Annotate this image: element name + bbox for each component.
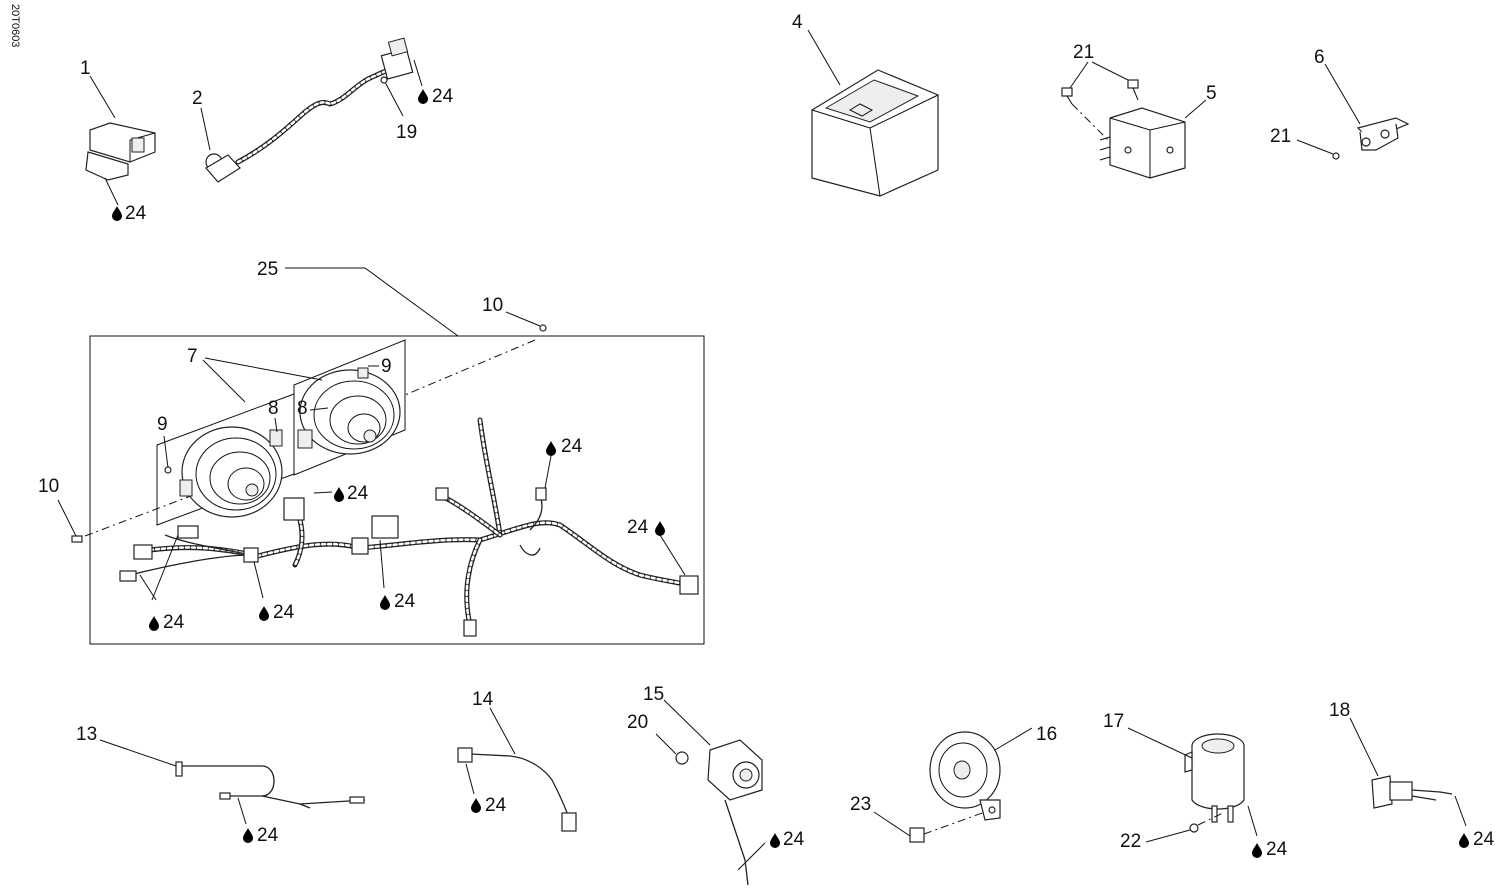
- sealant-drop-icon: [112, 206, 122, 221]
- sealant-24-c: 24: [561, 436, 583, 457]
- callout-23: 23: [850, 794, 871, 815]
- sealant-24-a: 24: [125, 203, 147, 224]
- sealant-drop-icon: [655, 521, 665, 536]
- sealant-24-i: 24: [257, 825, 279, 846]
- callout-22: 22: [1120, 831, 1141, 852]
- sealant-drop-icon: [770, 833, 780, 848]
- screw-icon: [1061, 79, 1139, 105]
- callout-8-b: 8: [297, 398, 308, 419]
- callout-4: 4: [792, 12, 803, 33]
- sealant-24-f: 24: [163, 612, 185, 633]
- sealant-24-b: 24: [432, 86, 454, 107]
- part-5-regulator: [1099, 107, 1186, 179]
- callout-5: 5: [1206, 83, 1217, 104]
- sealant-drop-icon: [334, 487, 344, 502]
- part-17-relay: [1184, 733, 1245, 823]
- sealant-24-m: 24: [1473, 829, 1495, 850]
- headlight-right: [297, 367, 401, 455]
- callout-14: 14: [472, 689, 494, 710]
- part-15-switch: [707, 739, 763, 886]
- callout-13: 13: [76, 724, 97, 745]
- callout-18: 18: [1329, 700, 1350, 721]
- sealant-drop-icon: [380, 595, 390, 610]
- callout-9-b: 9: [381, 356, 392, 377]
- callout-9-a: 9: [157, 414, 168, 435]
- callout-1: 1: [80, 58, 91, 79]
- callout-10-a: 10: [38, 476, 59, 497]
- sealant-24-e: 24: [627, 517, 649, 538]
- callout-21-a: 21: [1073, 42, 1094, 63]
- sealant-drop-icon: [418, 89, 428, 104]
- callout-25: 25: [257, 259, 278, 280]
- callout-20: 20: [627, 712, 648, 733]
- headlight-left: [179, 426, 283, 518]
- part-14-sensor: [457, 747, 577, 832]
- callout-17: 17: [1103, 711, 1124, 732]
- callout-15: 15: [643, 684, 664, 705]
- callout-21-b: 21: [1270, 126, 1291, 147]
- part-18-socket: [1371, 775, 1453, 809]
- callout-16: 16: [1036, 724, 1057, 745]
- part-1-switch: [85, 122, 156, 181]
- sealant-drop-icon: [243, 828, 253, 843]
- sealant-24-h: 24: [394, 591, 416, 612]
- callout-19: 19: [396, 122, 417, 143]
- part-2-sensor-cable: [205, 37, 414, 183]
- sealant-24-d: 24: [347, 483, 369, 504]
- sealant-drop-icon: [546, 441, 556, 456]
- sealant-drop-icon: [1459, 833, 1469, 848]
- sealant-drop-icon: [259, 606, 269, 621]
- callout-2: 2: [192, 88, 203, 109]
- figure-code: 20T0603: [9, 4, 21, 47]
- sealant-24-k: 24: [783, 829, 805, 850]
- callout-7: 7: [187, 346, 198, 367]
- callout-6: 6: [1314, 47, 1325, 68]
- sealant-24-j: 24: [485, 795, 507, 816]
- sealant-drop-icon: [1252, 843, 1262, 858]
- part-13-cable: [175, 761, 366, 809]
- part-4-battery: [811, 69, 939, 197]
- sealant-drop-icon: [149, 616, 159, 631]
- sealant-drop-icon: [471, 798, 481, 813]
- callout-10-b: 10: [482, 295, 503, 316]
- sealant-24-l: 24: [1266, 839, 1288, 860]
- wiring-harness: [119, 417, 699, 637]
- sealant-24-g: 24: [273, 602, 295, 623]
- part-16-horn: [929, 731, 1001, 821]
- harness-kit-box: [89, 335, 705, 645]
- part-6-bracket: [1356, 117, 1410, 151]
- callout-8-a: 8: [268, 398, 279, 419]
